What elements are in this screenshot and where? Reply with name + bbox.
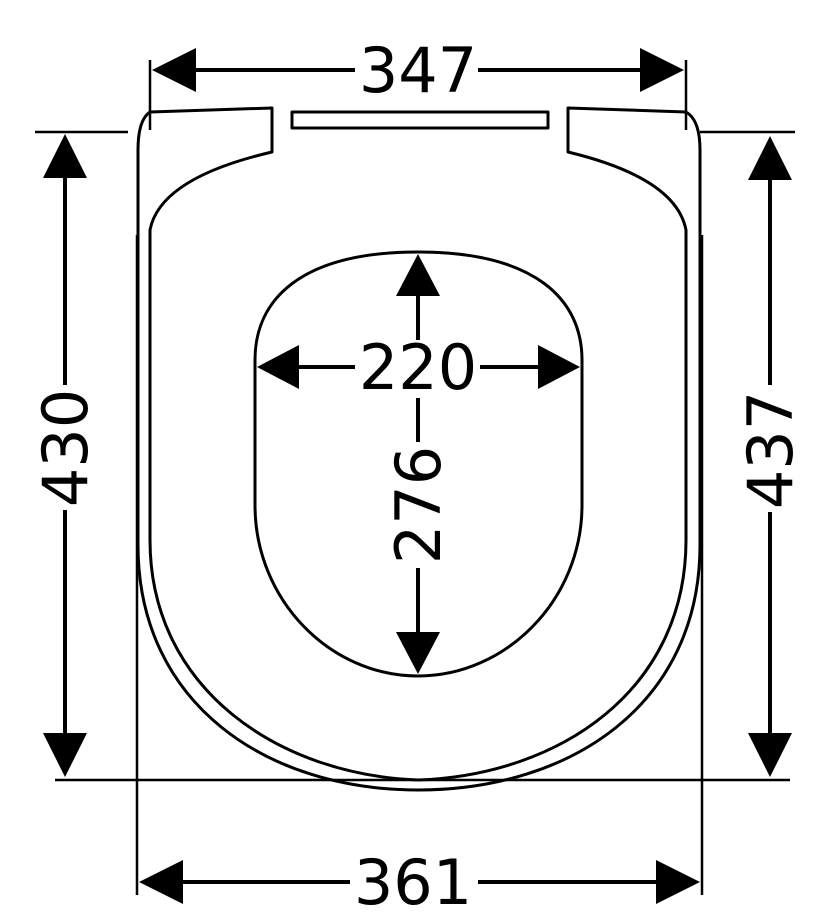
dimension-inner-height: 276 xyxy=(382,254,455,674)
arrow-right-icon xyxy=(656,860,700,904)
arrow-up-icon xyxy=(43,134,87,178)
dimension-inner-width: 220 xyxy=(257,331,580,404)
dimension-bottom-width: 361 xyxy=(139,846,700,919)
arrow-up-icon xyxy=(748,136,792,180)
dimension-top-width: 347 xyxy=(152,34,684,107)
left-height-label: 430 xyxy=(29,389,102,507)
right-height-label: 437 xyxy=(734,391,807,509)
arrow-right-icon xyxy=(538,345,580,389)
inner-width-label: 220 xyxy=(359,331,477,404)
arrow-up-icon xyxy=(396,254,440,296)
dimension-left-height: 430 xyxy=(29,134,102,777)
arrow-left-icon xyxy=(139,860,183,904)
arrow-down-icon xyxy=(748,733,792,777)
arrow-down-icon xyxy=(43,733,87,777)
bottom-width-label: 361 xyxy=(354,846,472,919)
inner-height-label: 276 xyxy=(382,446,455,564)
hinge-slot xyxy=(290,110,550,130)
seat-inner-opening xyxy=(253,250,584,678)
arrow-right-icon xyxy=(640,48,684,92)
top-width-label: 347 xyxy=(359,34,477,107)
arrow-down-icon xyxy=(396,632,440,674)
arrow-left-icon xyxy=(152,48,196,92)
arrow-left-icon xyxy=(257,345,299,389)
dimension-right-height: 437 xyxy=(734,136,807,777)
seat-outer-outline xyxy=(136,106,702,792)
